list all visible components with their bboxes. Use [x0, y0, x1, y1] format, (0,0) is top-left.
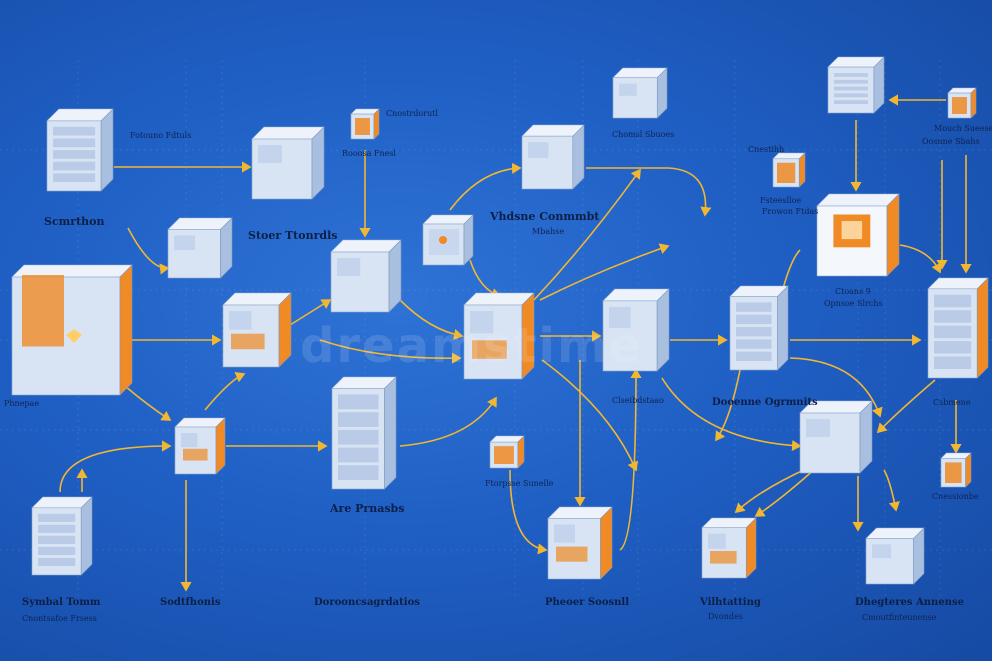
- small-label-6: Frowon Ftdas: [762, 207, 819, 216]
- building-left-node: [11, 264, 133, 396]
- connector-line: [661, 377, 802, 452]
- connector-line: [876, 379, 936, 434]
- small-orange-top-node: [350, 108, 380, 140]
- cube-right-lower-node: [799, 400, 873, 474]
- label-ctoans: Ctoans 9: [835, 287, 871, 296]
- connector-line: [399, 396, 497, 447]
- connector-line: [469, 259, 502, 300]
- connector-line: [509, 469, 548, 555]
- small-label-5: Fsteeslloe: [760, 196, 802, 205]
- connector-line: [449, 162, 522, 211]
- small-label-11: Mbahse: [532, 227, 565, 236]
- label-dooenne: Dooenne Ogrmnits: [712, 397, 818, 408]
- connector-line: [539, 243, 670, 301]
- connector-line: [289, 299, 332, 326]
- orange-cube-left-node: [174, 417, 226, 475]
- rack-bottom-left-node: [31, 496, 93, 576]
- small-label-12: Fotouno Fdtuls: [130, 131, 192, 140]
- circuit-center-node: [422, 214, 474, 266]
- box-top-mid-left-node: [251, 126, 325, 200]
- label-cmoutf: Cmoutfinteunense: [862, 613, 937, 622]
- connector-line: [399, 299, 464, 341]
- small-label-7: Phnepae: [4, 399, 40, 408]
- label-opnsoe: Opnsoe Slrchs: [824, 299, 883, 308]
- connector-line: [127, 227, 170, 275]
- label-scmrthon: Scmrthon: [44, 215, 105, 228]
- connector-line: [204, 372, 246, 411]
- label-dhegteres: Dhegteres Annense: [855, 597, 964, 608]
- connector-line: [734, 467, 809, 514]
- connector-line: [586, 167, 712, 217]
- cube-bottom-right-node: [865, 527, 925, 585]
- connector-line: [883, 469, 900, 512]
- cube-center-orange-node: [463, 292, 535, 380]
- label-mouch: Mouch Sueese: [934, 124, 992, 133]
- connector-line: [541, 359, 638, 472]
- connector-line: [754, 467, 817, 517]
- small-label-10: Csbmene: [933, 398, 971, 407]
- label-cnontsafoe: Cnontsafoe Frsess: [22, 614, 97, 623]
- cube-bottom-center-node: [547, 506, 613, 580]
- small-cube-right-node: [772, 152, 806, 188]
- connector-line: [715, 369, 741, 442]
- connector-line: [533, 168, 641, 301]
- label-dorooncsag: Dorooncsagrdatios: [314, 597, 420, 608]
- small-label-8: Clseibdstaao: [612, 396, 664, 405]
- small-orange-mid-node: [489, 435, 525, 469]
- label-sodtfhonis: Sodtfhonis: [160, 597, 221, 608]
- small-label-4: Cnestihh: [748, 145, 785, 154]
- small-label-9: Ftorpsse Sunelle: [485, 479, 554, 488]
- small-orange-top-right-node: [947, 87, 977, 119]
- connector-line: [59, 440, 172, 493]
- cube-top-center-node: [521, 124, 585, 190]
- cube-left-mid-node: [167, 217, 233, 279]
- small-label-13: Cnessionbe: [932, 492, 979, 501]
- cube-center-left-node: [222, 292, 292, 368]
- connector-line: [319, 339, 462, 364]
- cube-center-right-node: [602, 288, 670, 372]
- tower-top-right-node: [827, 56, 885, 114]
- rack-center-node: [331, 376, 397, 490]
- label-vilhtatting: Vilhtatting: [700, 597, 761, 608]
- label-oosnne: Oosnne Sbahs: [922, 137, 980, 146]
- label-are: Are Prnasbs: [330, 502, 405, 515]
- rack-right-edge-node: [927, 277, 989, 379]
- small-label-3: Chomsl Sbuoes: [612, 130, 675, 139]
- server-top-left-node: [46, 108, 114, 192]
- cube-bottom-right-center-node: [701, 517, 757, 579]
- orange-box-right-node: [816, 193, 900, 277]
- connector-line: [789, 357, 883, 418]
- cube-top-right-center-node: [612, 67, 668, 119]
- small-orange-right-node: [940, 452, 972, 488]
- cube-center-node: [330, 239, 402, 313]
- label-stoer: Stoer Ttonrdls: [248, 229, 338, 242]
- small-label-2: Rooosa Fnesl: [342, 149, 396, 158]
- small-label-1: Cnostrdorutl: [386, 109, 438, 118]
- tower-right-node: [729, 285, 789, 371]
- nodes: [11, 56, 989, 585]
- connector-line: [899, 244, 942, 274]
- label-symbal: Symbal Tomm: [22, 597, 101, 608]
- watermark: dreamstime: [300, 318, 644, 374]
- label-pheoer: Pheoer Soosnll: [545, 597, 629, 608]
- connector-line: [619, 368, 642, 551]
- label-dvondes: Dvondes: [708, 612, 743, 621]
- label-vhdsne: Vhdsne Conmmbt: [490, 210, 600, 223]
